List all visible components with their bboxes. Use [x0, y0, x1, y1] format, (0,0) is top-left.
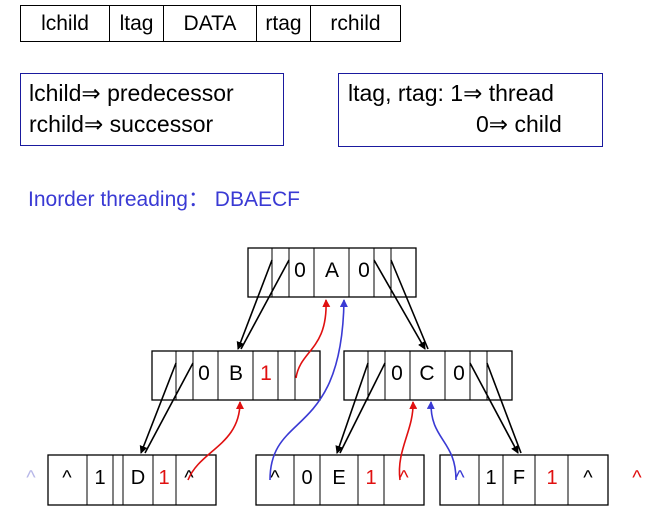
node-a-data: A	[325, 259, 339, 282]
link-c-to-e	[335, 362, 369, 454]
legend-tags: ltag, rtag: 1⇒ thread 0⇒ child	[338, 73, 603, 147]
node-f-rtag: 1	[546, 467, 557, 489]
link-c-to-e-2	[339, 362, 386, 454]
thread-e-to-c	[398, 401, 418, 481]
node-f-rchild: ^	[583, 467, 593, 489]
node-f-data: F	[513, 467, 525, 489]
legend-lchild: lchild⇒ predecessor	[29, 80, 234, 106]
link-b-to-d-2	[144, 362, 194, 454]
node-c: 0 C 0	[343, 350, 513, 401]
link-c-to-f-2	[486, 362, 522, 454]
node-f-ltag: 1	[485, 467, 496, 489]
node-a-ltag: 0	[294, 259, 306, 282]
node-d: ^ 1 D 1 ^	[47, 454, 217, 506]
link-a-to-b	[236, 259, 273, 350]
thread-f-to-c	[426, 401, 457, 481]
node-d-rtag: 1	[158, 467, 169, 489]
inorder-caption: Inorder threading： DBAECF	[28, 188, 300, 211]
node-c-rtag: 0	[453, 362, 465, 385]
node-f-lchild: ^	[455, 467, 465, 489]
nil-marker-right: ^	[632, 467, 642, 489]
node-a: 0 A 0	[247, 247, 417, 298]
legend-pointers: lchild⇒ predecessor rchild⇒ successor	[20, 73, 284, 146]
link-b-to-d	[139, 362, 177, 454]
link-c-to-f	[469, 362, 519, 454]
link-a-to-b-2	[240, 259, 290, 350]
thread-b-to-a	[295, 299, 331, 379]
node-a-rtag: 0	[358, 259, 370, 282]
node-f: ^ 1 F 1 ^	[439, 454, 609, 506]
node-c-data: C	[419, 362, 434, 385]
node-e-lchild: ^	[270, 467, 280, 489]
field-rchild: rchild	[310, 5, 401, 42]
link-a-to-c	[373, 259, 426, 350]
legend-tag-child: 0⇒ child	[476, 111, 562, 137]
node-d-lchild: ^	[62, 467, 72, 489]
node-e: ^ 0 E 1 ^	[255, 454, 425, 506]
node-c-ltag: 0	[391, 362, 403, 385]
node-d-ltag: 1	[94, 467, 105, 489]
link-a-to-c-2	[390, 259, 429, 350]
node-e-rtag: 1	[365, 467, 376, 489]
thread-e-to-a	[269, 299, 348, 481]
legend-tag-thread: ltag, rtag: 1⇒ thread	[348, 80, 554, 106]
thread-d-to-b	[187, 401, 244, 481]
node-d-data: D	[131, 467, 145, 489]
node-e-rchild: ^	[399, 467, 409, 489]
nil-marker-left: ^	[26, 467, 36, 489]
node-b-data: B	[229, 362, 243, 385]
legend-rchild: rchild⇒ successor	[29, 111, 214, 137]
node-e-data: E	[332, 467, 345, 489]
node-b-ltag: 0	[198, 362, 210, 385]
node-e-ltag: 0	[301, 467, 312, 489]
node-b-rtag: 1	[260, 362, 272, 385]
node-b: 0 B 1	[151, 350, 321, 401]
